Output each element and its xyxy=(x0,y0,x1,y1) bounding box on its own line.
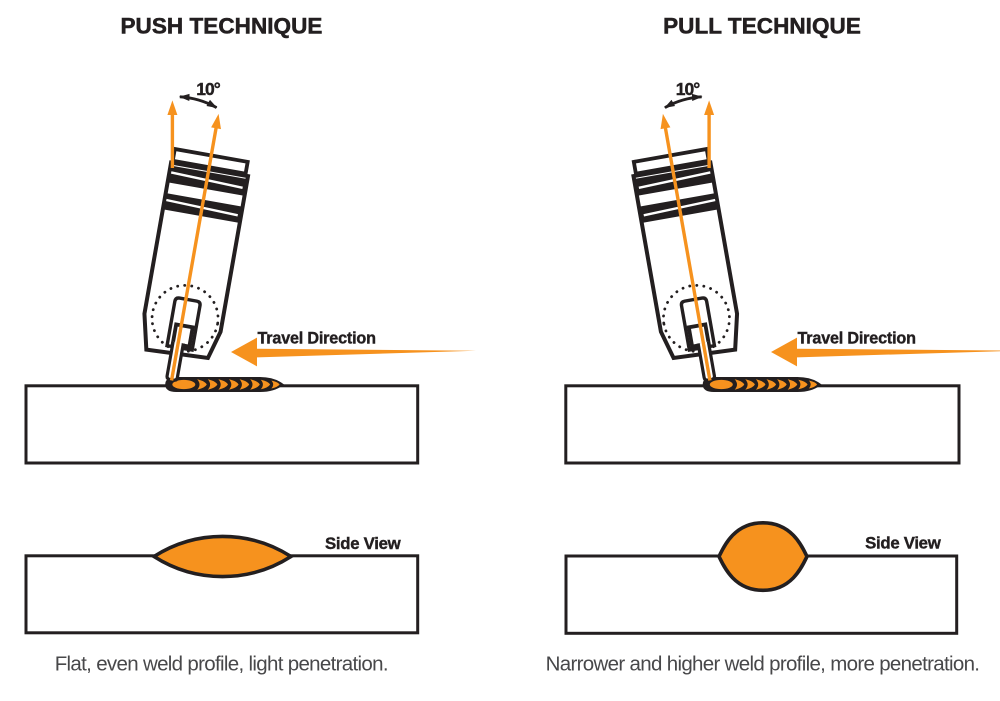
svg-text:Narrower and higher weld profi: Narrower and higher weld profile, more p… xyxy=(546,653,980,676)
svg-text:10°: 10° xyxy=(676,79,700,99)
svg-text:Flat, even weld profile, light: Flat, even weld profile, light penetrati… xyxy=(55,653,388,676)
svg-text:Side View: Side View xyxy=(865,534,942,553)
svg-text:PULL TECHNIQUE: PULL TECHNIQUE xyxy=(663,14,861,39)
svg-text:Travel Direction: Travel Direction xyxy=(258,329,376,347)
svg-text:PUSH TECHNIQUE: PUSH TECHNIQUE xyxy=(121,14,323,39)
svg-text:Travel Direction: Travel Direction xyxy=(798,329,916,347)
svg-text:Side View: Side View xyxy=(325,534,402,553)
svg-text:10°: 10° xyxy=(196,79,220,99)
